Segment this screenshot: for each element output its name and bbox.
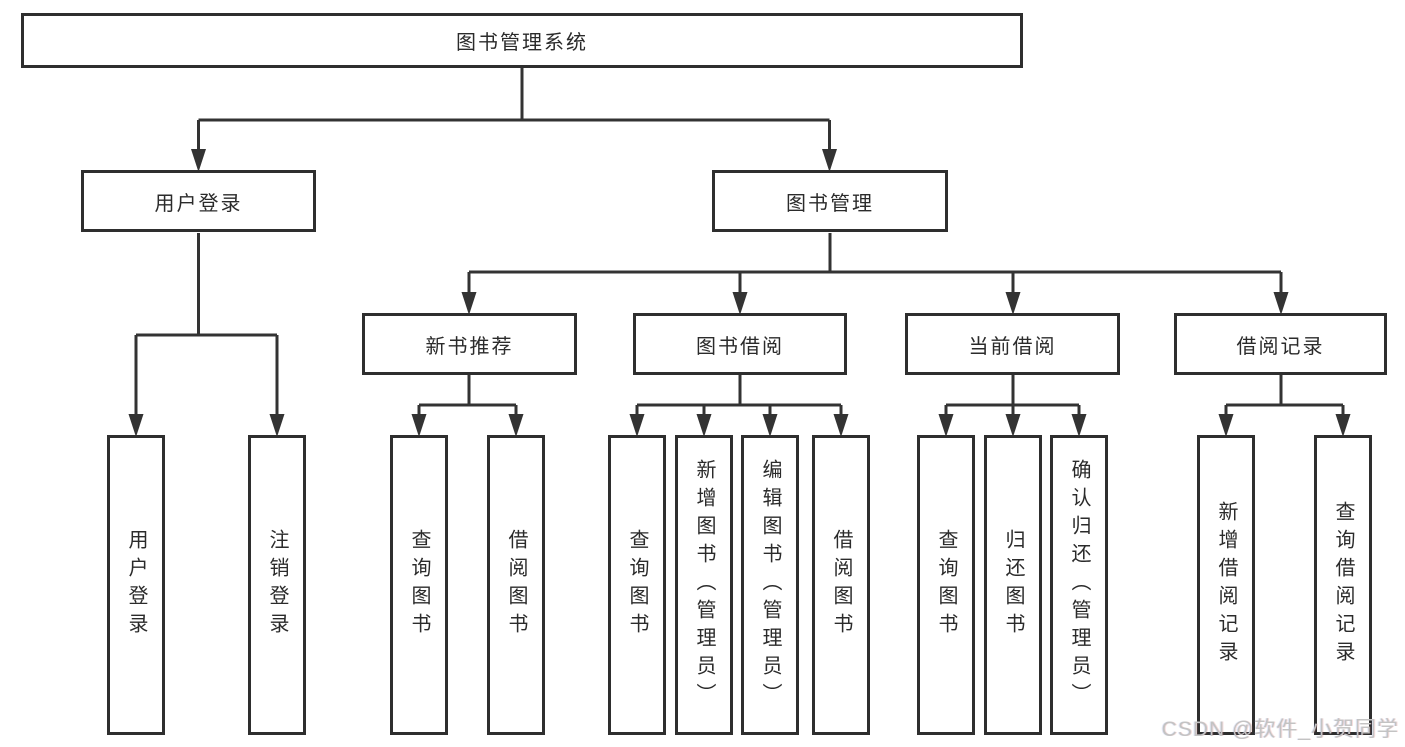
leaf-label: 借阅图书 xyxy=(505,529,527,641)
node-leaf-add-borrow-record: 新增借阅记录 xyxy=(1197,435,1255,735)
arrowhead xyxy=(833,414,849,437)
arrowhead xyxy=(461,292,477,315)
leaf-label: 借阅图书 xyxy=(830,529,852,641)
node-leaf-logout: 注销登录 xyxy=(248,435,306,735)
node-book-management: 图书管理 xyxy=(712,170,948,232)
node-leaf-query-borrow-record: 查询借阅记录 xyxy=(1314,435,1372,735)
node-book-borrow: 图书借阅 xyxy=(633,313,847,375)
node-borrow-records: 借阅记录 xyxy=(1174,313,1387,375)
arrowhead xyxy=(1005,292,1021,315)
connector-paths xyxy=(134,68,1345,431)
node-leaf-query-books-1: 查询图书 xyxy=(390,435,448,735)
arrowhead xyxy=(696,414,712,437)
connector-borrow-records-to-leaves xyxy=(1224,375,1345,431)
leaf-label: 确认归还（管理员） xyxy=(1068,459,1090,711)
node-current-borrow: 当前借阅 xyxy=(905,313,1120,375)
arrowhead xyxy=(1071,414,1087,437)
arrowhead xyxy=(822,149,837,172)
leaf-label: 归还图书 xyxy=(1002,529,1024,641)
node-leaf-borrow-books-1: 借阅图书 xyxy=(487,435,545,735)
connector-book-borrow-to-leaves xyxy=(635,375,843,431)
leaf-label: 查询图书 xyxy=(935,529,957,641)
arrowhead xyxy=(629,414,645,437)
arrowhead xyxy=(508,414,524,437)
node-leaf-edit-book-admin: 编辑图书（管理员） xyxy=(741,435,799,735)
arrowhead xyxy=(938,414,954,437)
arrowhead xyxy=(762,414,778,437)
arrowhead xyxy=(269,414,285,437)
node-leaf-add-book-admin: 新增图书（管理员） xyxy=(675,435,733,735)
leaf-label: 用户登录 xyxy=(125,529,147,641)
arrowhead xyxy=(732,292,748,315)
csdn-watermark: CSDN @软件_小贺同学 xyxy=(1161,718,1399,741)
node-leaf-user-login: 用户登录 xyxy=(107,435,165,735)
node-leaf-query-books-2: 查询图书 xyxy=(608,435,666,735)
leaf-label: 新增图书（管理员） xyxy=(693,459,715,711)
leaf-label: 编辑图书（管理员） xyxy=(759,459,781,711)
node-new-book-recommend: 新书推荐 xyxy=(362,313,577,375)
leaf-label: 新增借阅记录 xyxy=(1215,501,1237,669)
leaf-label: 查询图书 xyxy=(626,529,648,641)
node-leaf-return-book: 归还图书 xyxy=(984,435,1042,735)
connector-root-to-level2 xyxy=(197,68,831,166)
node-book-management-system: 图书管理系统 xyxy=(21,13,1023,68)
node-user-login: 用户登录 xyxy=(81,170,316,232)
arrowhead xyxy=(1335,414,1351,437)
arrowhead xyxy=(1218,414,1234,437)
leaf-label: 查询借阅记录 xyxy=(1332,501,1354,669)
connector-book-management-to-level3 xyxy=(467,233,1283,309)
node-leaf-query-books-3: 查询图书 xyxy=(917,435,975,735)
arrowhead xyxy=(128,414,144,437)
connector-user-login-to-leaves xyxy=(134,233,279,431)
arrowhead xyxy=(1005,414,1021,437)
connector-new-book-to-leaves xyxy=(417,375,518,431)
connector-current-borrow-to-leaves xyxy=(944,375,1081,431)
arrowhead xyxy=(1273,292,1289,315)
arrowhead xyxy=(191,149,206,172)
node-leaf-borrow-books-2: 借阅图书 xyxy=(812,435,870,735)
leaf-label: 注销登录 xyxy=(266,529,288,641)
node-leaf-confirm-return-admin: 确认归还（管理员） xyxy=(1050,435,1108,735)
leaf-label: 查询图书 xyxy=(408,529,430,641)
arrowhead xyxy=(411,414,427,437)
